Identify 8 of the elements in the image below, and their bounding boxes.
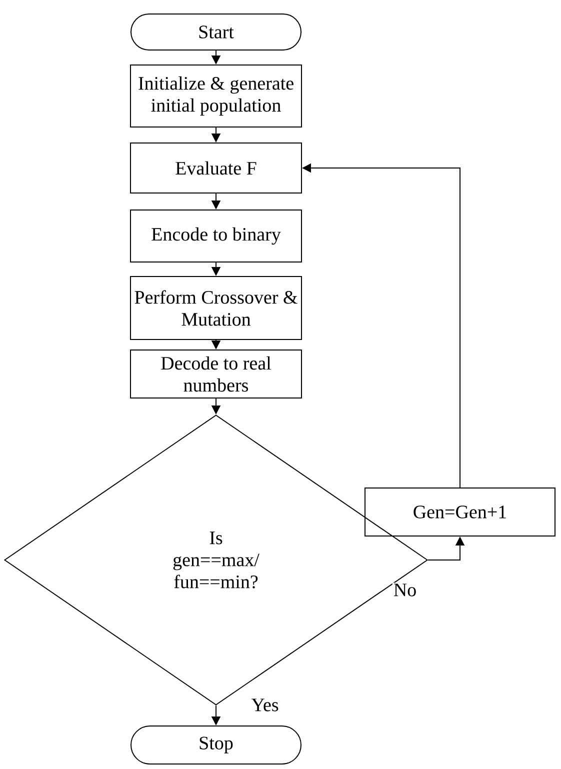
process-box: Decode to real numbers — [130, 350, 302, 398]
edge-label: Yes — [250, 698, 280, 712]
process-box: Perform Crossover & Mutation — [130, 276, 302, 340]
process-box: Evaluate F — [130, 142, 302, 194]
process-box: Encode to binary — [130, 210, 302, 262]
edge-label: No — [392, 582, 418, 598]
process-box: Gen=Gen+1 — [364, 488, 556, 536]
process-box: Initialize & generate initial population — [130, 64, 302, 128]
